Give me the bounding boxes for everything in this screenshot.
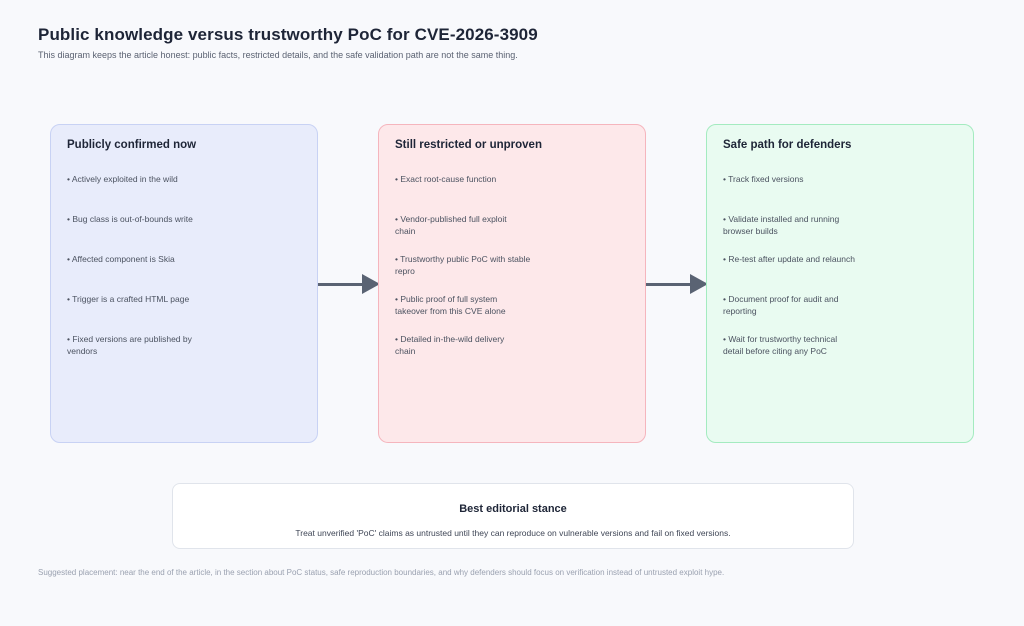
list-item: • Trigger is a crafted HTML page [67,294,190,304]
list-item: • Affected component is Skia [67,254,175,264]
list-item: • Re-test after update and relaunch [723,254,855,264]
list-item: • Wait for trustworthy technical detail … [723,334,838,356]
list-item: • Vendor-published full exploit chain [395,214,507,236]
list-item: • Validate installed and running browser… [723,214,840,236]
stance-title: Best editorial stance [459,503,567,515]
arrow-head [690,274,708,294]
arrow-line [318,282,364,286]
card-item-list: • Actively exploited in the wild • Bug c… [67,173,301,373]
list-item: • Document proof for audit and reporting [723,294,839,316]
list-item: • Actively exploited in the wild [67,174,178,184]
right-arrow-icon [318,274,382,294]
list-item: • Detailed in-the-wild delivery chain [395,334,505,356]
card-publicly-confirmed: Publicly confirmed now • Actively exploi… [50,124,318,443]
page-title: Public knowledge versus trustworthy PoC … [38,25,538,44]
list-item: • Exact root-cause function [395,174,497,184]
list-item: • Public proof of full system takeover f… [395,294,506,316]
arrow-head [362,274,380,294]
list-item: • Fixed versions are published by vendor… [67,334,192,356]
card-item-list: • Track fixed versions • Validate instal… [723,173,957,373]
card-still-restricted: Still restricted or unproven • Exact roo… [378,124,646,443]
list-item: • Track fixed versions [723,174,804,184]
page-subtitle: This diagram keeps the article honest: p… [38,50,518,60]
list-item: • Trustworthy public PoC with stable rep… [395,254,531,276]
list-item: • Bug class is out-of-bounds write [67,214,193,224]
card-safe-path: Safe path for defenders • Track fixed ve… [706,124,974,443]
arrow-line [646,282,692,286]
card-title: Safe path for defenders [723,139,852,151]
placement-footnote: Suggested placement: near the end of the… [38,568,725,577]
card-title: Publicly confirmed now [67,139,197,151]
card-item-list: • Exact root-cause function • Vendor-pub… [395,173,629,373]
right-arrow-icon [646,274,710,294]
stance-text: Treat unverified 'PoC' claims as untrust… [295,528,731,538]
editorial-stance-panel: Best editorial stance Treat unverified '… [172,483,854,549]
card-title: Still restricted or unproven [395,139,542,151]
